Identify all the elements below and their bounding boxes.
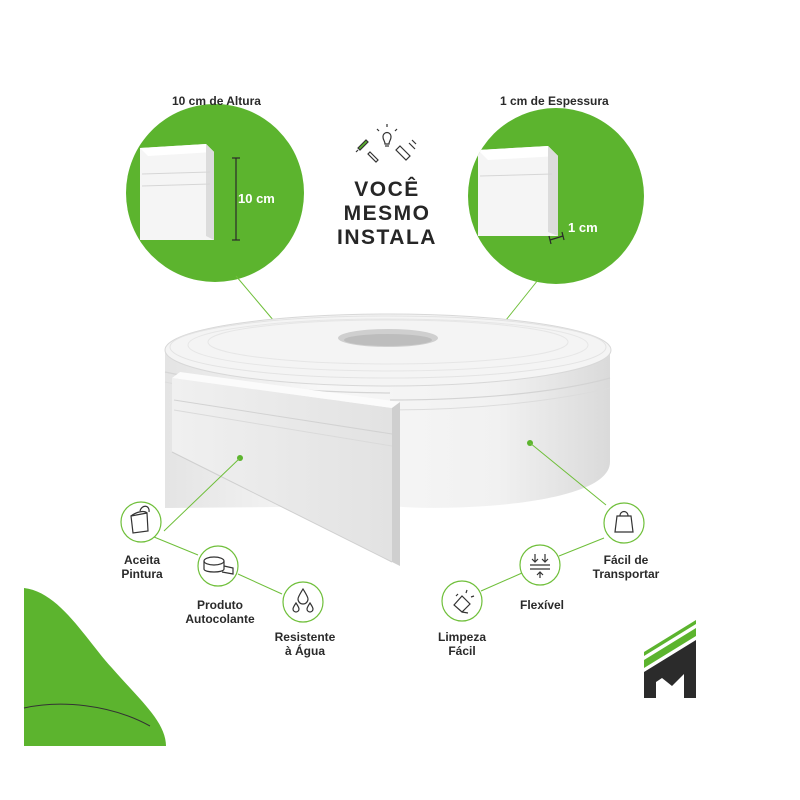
baseboard-roll <box>164 313 612 566</box>
paint-bucket-icon <box>130 505 150 534</box>
headline-line-2: MESMO <box>343 202 431 225</box>
headline-line-1: VOCÊ <box>354 178 420 201</box>
feature-label-autocolante: Produto Autocolante <box>185 598 255 626</box>
headline: VOCÊ MESMO INSTALA <box>322 178 452 250</box>
thickness-label: 1 cm de Espessura <box>500 94 609 108</box>
thickness-measure: 1 cm <box>568 220 598 235</box>
feature-circle-flexivel <box>519 544 561 586</box>
decorative-curve-line <box>23 703 151 727</box>
tools-icon <box>355 124 417 163</box>
feature-label-flexivel: Flexível <box>519 598 565 612</box>
height-label: 10 cm de Altura <box>172 94 261 108</box>
brand-logo <box>644 620 696 698</box>
feature-label-limpeza: Limpeza Fácil <box>437 630 486 658</box>
tape-roll-icon <box>203 556 234 575</box>
flex-arrows-icon <box>530 554 550 578</box>
height-callout-circle <box>126 104 304 282</box>
cleaning-hand-icon <box>453 589 475 614</box>
thickness-callout-circle <box>468 108 644 284</box>
decorative-green-blob <box>24 588 166 746</box>
feature-label-transporte: Fácil de Transportar <box>592 553 660 581</box>
feature-circle-limpeza <box>441 580 483 622</box>
feature-circle-autocolante <box>197 545 239 587</box>
feature-circle-agua <box>282 581 324 623</box>
feature-circle-pintura <box>120 501 162 543</box>
water-drops-icon <box>292 587 314 613</box>
feature-label-agua: Resistente à Água <box>274 630 336 658</box>
bag-icon <box>614 510 634 533</box>
headline-line-3: INSTALA <box>337 226 437 249</box>
height-measure: 10 cm <box>238 191 275 206</box>
feature-label-pintura: Aceita Pintura <box>121 553 163 581</box>
feature-circle-transporte <box>603 502 645 544</box>
